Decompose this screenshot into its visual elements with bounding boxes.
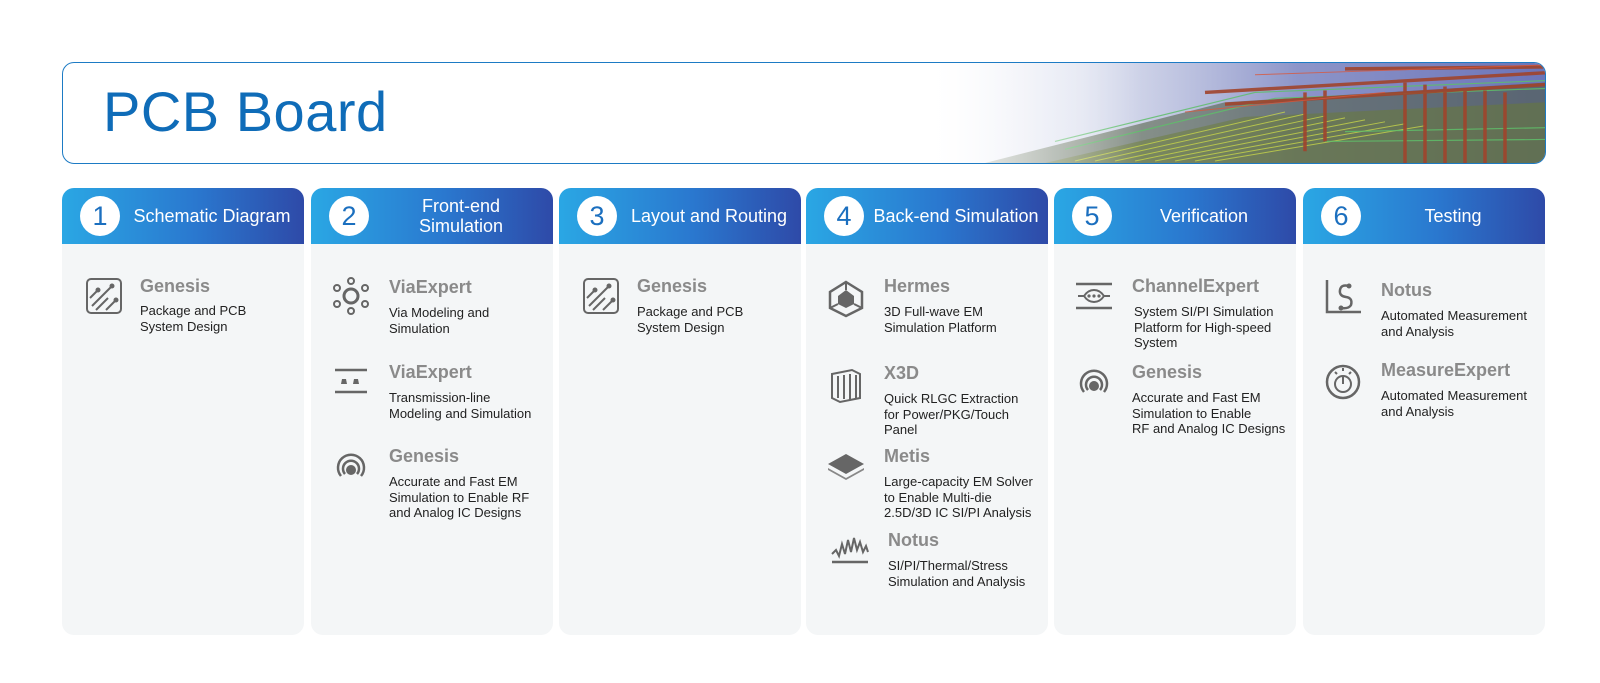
step-number: 1 xyxy=(80,196,120,236)
step-number: 3 xyxy=(577,196,617,236)
step-number: 4 xyxy=(824,196,864,236)
tool-name: ChannelExpert xyxy=(1132,276,1260,296)
em-wave-icon xyxy=(1079,369,1109,393)
step-header: 6 Testing xyxy=(1303,188,1545,244)
step-title: Layout and Routing xyxy=(630,206,788,226)
tool-name: Genesis xyxy=(389,446,460,466)
tool-description: 3D Full-wave EM Simulation Platform xyxy=(884,304,997,335)
tool-description: Quick RLGC Extraction for Power/PKG/Touc… xyxy=(884,391,1019,437)
step-number: 2 xyxy=(329,196,369,236)
gauge-icon xyxy=(1325,364,1361,400)
waveform-icon xyxy=(831,537,869,564)
step-header: 2 Front-end Simulation xyxy=(311,188,553,244)
step-column-4: 4 Back-end Simulation Hermes 3D Full-wav… xyxy=(806,188,1048,635)
page-title: PCB Board xyxy=(103,80,388,143)
tool-name: X3D xyxy=(884,363,920,383)
tool-name: Notus xyxy=(888,530,939,550)
step-header: 1 Schematic Diagram xyxy=(62,188,304,244)
measurement-icon xyxy=(1325,280,1361,314)
step-title: Testing xyxy=(1424,206,1482,226)
tool-description: SI/PI/Thermal/Stress Simulation and Anal… xyxy=(888,558,1026,589)
3d-solver-icon xyxy=(828,280,864,318)
via-ring-icon xyxy=(333,277,369,315)
tool-description: Accurate and Fast EM Simulation to Enabl… xyxy=(1132,390,1286,436)
tool-name: Metis xyxy=(884,446,931,466)
transmission-line-icon xyxy=(335,368,367,394)
step-column-2: 2 Front-end Simulation ViaExpert Via Mod… xyxy=(311,188,553,635)
channel-icon xyxy=(1076,282,1112,310)
tool-name: Genesis xyxy=(1132,362,1203,382)
multi-die-icon xyxy=(828,454,864,480)
em-wave-icon xyxy=(336,453,366,477)
step-column-6: 6 Testing Notus Automated Measurement an… xyxy=(1303,188,1545,635)
tool-description: Package and PCB System Design xyxy=(637,304,744,335)
rlgc-extraction-icon xyxy=(831,368,861,404)
step-header: 5 Verification xyxy=(1054,188,1296,244)
step-number: 6 xyxy=(1321,196,1361,236)
tool-name: Genesis xyxy=(637,276,708,296)
pcb-board-icon xyxy=(86,278,122,314)
step-title: Verification xyxy=(1159,206,1249,226)
tool-description: Large-capacity EM Solver to Enable Multi… xyxy=(884,474,1033,520)
tool-description: Automated Measurement and Analysis xyxy=(1381,388,1527,419)
step-number: 5 xyxy=(1072,196,1112,236)
tool-name: Genesis xyxy=(140,276,211,296)
tool-name: ViaExpert xyxy=(389,277,472,297)
step-column-5: 5 Verification ChannelExpert System SI/P… xyxy=(1054,188,1296,635)
tool-description: Transmission-line Modeling and Simulatio… xyxy=(389,390,532,421)
tool-description: Accurate and Fast EM Simulation to Enabl… xyxy=(389,474,530,520)
tool-name: Hermes xyxy=(884,276,951,296)
tool-description: System SI/PI Simulation Platform for Hig… xyxy=(1134,304,1274,350)
tool-description: Package and PCB System Design xyxy=(140,303,247,334)
step-column-1: 1 Schematic Diagram Genesis Package and … xyxy=(62,188,304,635)
step-header: 4 Back-end Simulation xyxy=(806,188,1048,244)
step-column-3: 3 Layout and Routing Genesis Package and… xyxy=(559,188,801,635)
title-banner: PCB Board xyxy=(62,62,1546,164)
step-header: 3 Layout and Routing xyxy=(559,188,801,244)
step-title: Schematic Diagram xyxy=(133,206,291,226)
tool-description: Via Modeling and Simulation xyxy=(389,305,490,336)
step-title: Back-end Simulation xyxy=(873,206,1039,226)
step-title: Front-end Simulation xyxy=(418,196,504,236)
pcb-board-icon xyxy=(583,278,619,314)
pcb-render-image xyxy=(925,63,1545,163)
tool-description: Automated Measurement and Analysis xyxy=(1381,308,1527,339)
tool-name: MeasureExpert xyxy=(1381,360,1511,380)
tool-name: Notus xyxy=(1381,280,1432,300)
tool-name: ViaExpert xyxy=(389,362,472,382)
